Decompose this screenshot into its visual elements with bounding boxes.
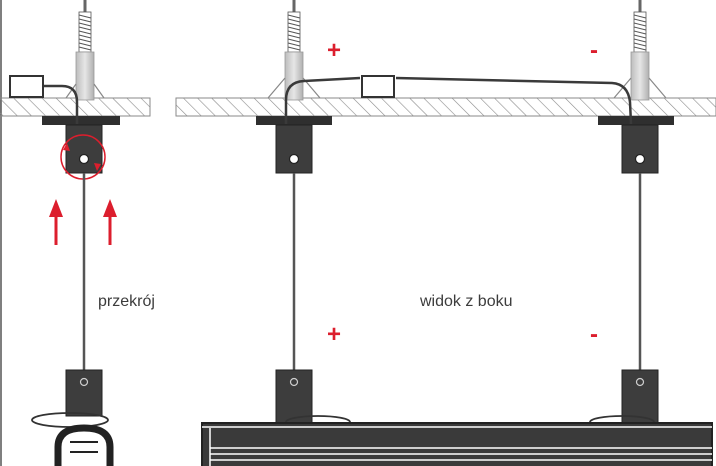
label-section: przekrój: [98, 293, 155, 310]
polarity-top-positive: +: [327, 37, 341, 64]
power-cable: [43, 84, 79, 124]
power-cable: [284, 76, 361, 124]
suspension-block: [275, 124, 313, 174]
side-mount-positive: [256, 0, 351, 444]
ceiling-plate: [42, 116, 120, 125]
polarity-bottom-positive: +: [327, 321, 341, 348]
luminaire-profile: [54, 424, 114, 466]
ceiling-slab-right: [175, 97, 716, 117]
ceiling-plate: [256, 116, 332, 125]
lamp-holder: [65, 369, 103, 417]
label-side-view: widok z boku: [419, 293, 513, 310]
section-mount: [9, 0, 120, 466]
suspension-block: [621, 124, 659, 174]
luminaire-body: [201, 422, 713, 466]
cable-connector-icon: [9, 75, 44, 98]
side-mount-negative: [589, 0, 674, 444]
cable-connector-icon: [361, 75, 395, 98]
ceiling-slab-left: [0, 97, 151, 117]
polarity-top-negative: -: [590, 37, 598, 64]
ceiling-plate: [598, 116, 674, 125]
polarity-bottom-negative: -: [590, 321, 598, 348]
power-cable: [395, 76, 633, 125]
arrow-up-icon: [103, 199, 117, 245]
arrow-up-icon: [49, 199, 63, 245]
